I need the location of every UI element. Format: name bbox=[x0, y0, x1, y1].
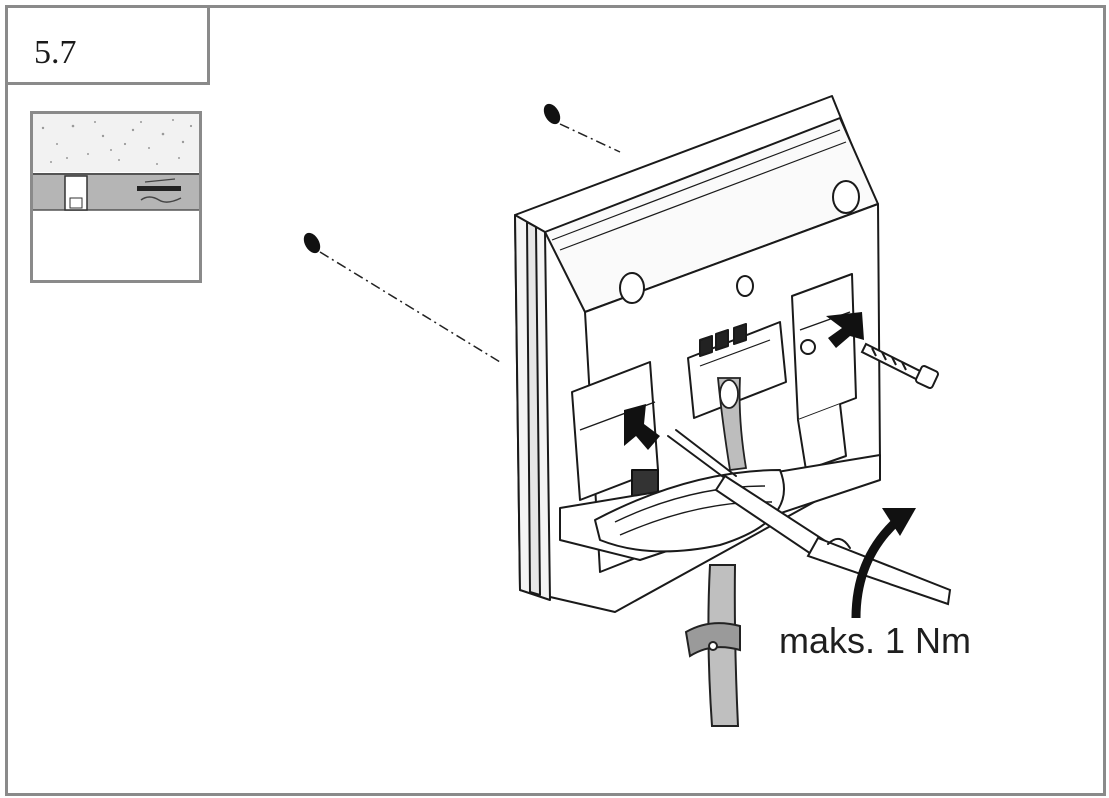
direction-arrows bbox=[624, 312, 864, 450]
wall-section-icon bbox=[33, 114, 199, 211]
arrow-left-clamp bbox=[624, 404, 660, 450]
wall-anchor-left bbox=[303, 232, 321, 254]
rotation-arrow-icon bbox=[851, 508, 916, 619]
conductor-leads bbox=[717, 377, 748, 472]
wall-box-device bbox=[514, 95, 881, 613]
arrow-right-clamp bbox=[826, 312, 864, 348]
wall-anchor-top bbox=[543, 103, 561, 125]
torque-label: maks. 1 Nm bbox=[779, 620, 972, 661]
cable bbox=[684, 564, 741, 727]
screwdriver-icon bbox=[667, 429, 952, 606]
step-number: 5.7 bbox=[34, 34, 77, 71]
wall-section-inset bbox=[30, 111, 202, 283]
wall-anchor-markers bbox=[303, 103, 621, 363]
fixing-screw bbox=[860, 342, 939, 389]
step-number-box: 5.7 bbox=[5, 5, 210, 85]
